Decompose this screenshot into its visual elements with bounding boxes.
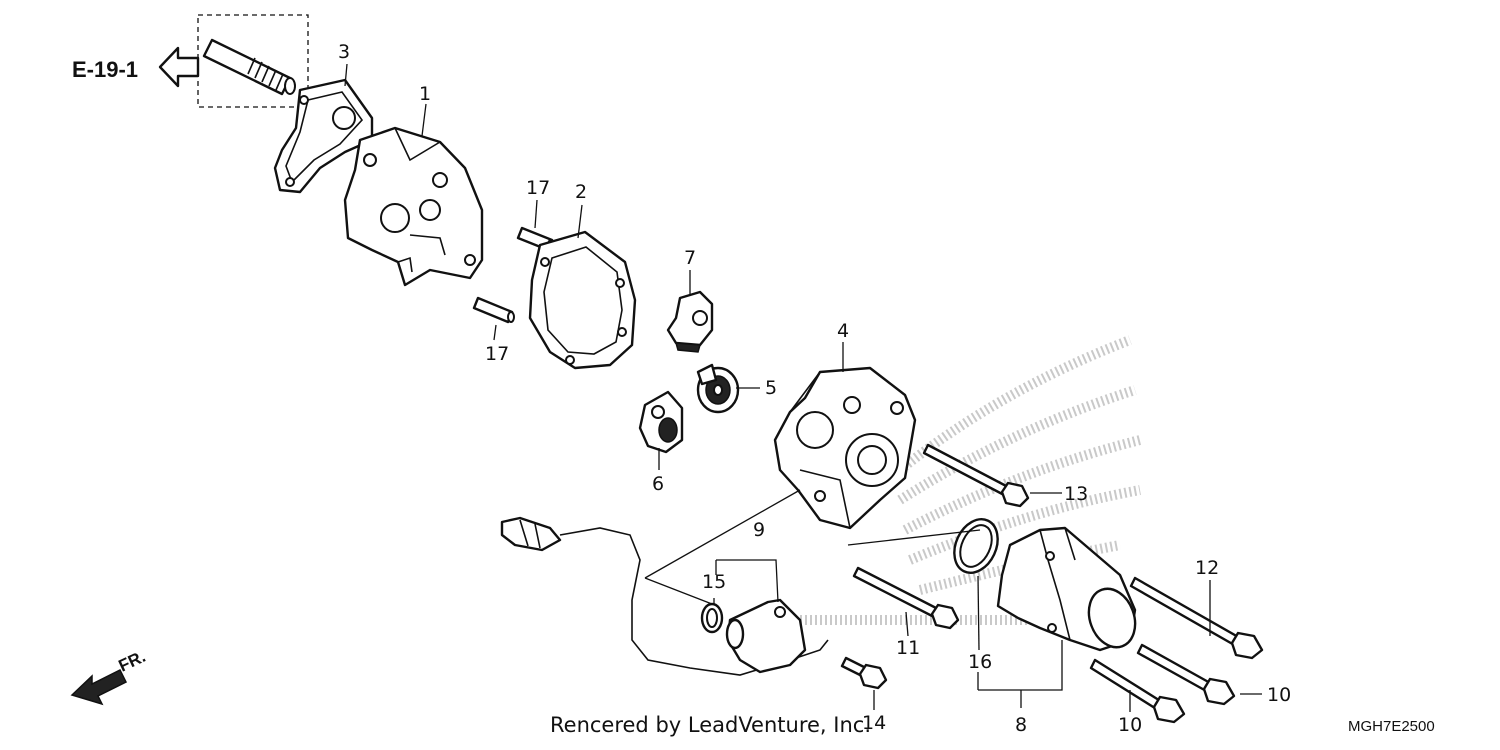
callout-5[interactable]: 5 — [765, 377, 777, 399]
callout-10-lower[interactable]: 10 — [1118, 714, 1142, 736]
callout-13[interactable]: 13 — [1064, 483, 1088, 505]
front-arrow-icon — [70, 668, 128, 706]
sensor-9 — [725, 598, 807, 674]
housing-4 — [773, 366, 917, 530]
callout-6[interactable]: 6 — [652, 473, 664, 495]
front-direction-indicator: FR. — [70, 647, 149, 706]
reference-label: E-19-1 — [72, 57, 138, 82]
callout-17-upper[interactable]: 17 — [526, 177, 550, 199]
callout-15[interactable]: 15 — [702, 571, 726, 593]
callout-12[interactable]: 12 — [1195, 557, 1219, 579]
callout-7[interactable]: 7 — [684, 247, 696, 269]
callout-8[interactable]: 8 — [1015, 714, 1027, 736]
callout-11[interactable]: 11 — [896, 637, 920, 659]
render-credit: Rencered by LeadVenture, Inc. — [550, 713, 871, 737]
callout-17-lower[interactable]: 17 — [485, 343, 509, 365]
bolt-11 — [852, 566, 960, 630]
callout-14[interactable]: 14 — [862, 712, 886, 734]
bolt-10-lower — [1089, 658, 1186, 724]
bolt-10-right — [1136, 643, 1236, 706]
cover-1 — [343, 126, 484, 287]
callout-labels: 3 1 17 2 17 7 4 5 6 13 9 15 12 11 16 10 … — [338, 41, 1291, 736]
callout-9[interactable]: 9 — [753, 519, 765, 541]
motor-8 — [996, 526, 1137, 652]
bolt-14 — [840, 656, 888, 690]
gasket-2 — [528, 230, 637, 370]
dowel-pin-17-lower — [472, 296, 515, 324]
diagram-code: MGH7E2500 — [1348, 718, 1435, 735]
callout-4[interactable]: 4 — [837, 320, 849, 342]
bolt-12 — [1129, 576, 1264, 660]
o-ring-16 — [953, 518, 999, 574]
gear-holder-7 — [666, 290, 714, 353]
callout-10-right[interactable]: 10 — [1267, 684, 1291, 706]
gear-5 — [696, 363, 740, 414]
gear-6 — [638, 390, 684, 454]
reference-arrow-icon — [158, 46, 200, 88]
callout-3[interactable]: 3 — [338, 41, 350, 63]
callout-1[interactable]: 1 — [419, 83, 431, 105]
callout-16[interactable]: 16 — [968, 651, 992, 673]
shaft-reference-box — [197, 14, 309, 108]
o-ring-15 — [700, 602, 724, 634]
callout-2[interactable]: 2 — [575, 181, 587, 203]
gasket-3 — [273, 78, 374, 194]
bolt-13 — [922, 443, 1030, 508]
leader-lines — [344, 63, 1262, 712]
reference-arrow[interactable]: E-19-1 — [72, 46, 200, 88]
